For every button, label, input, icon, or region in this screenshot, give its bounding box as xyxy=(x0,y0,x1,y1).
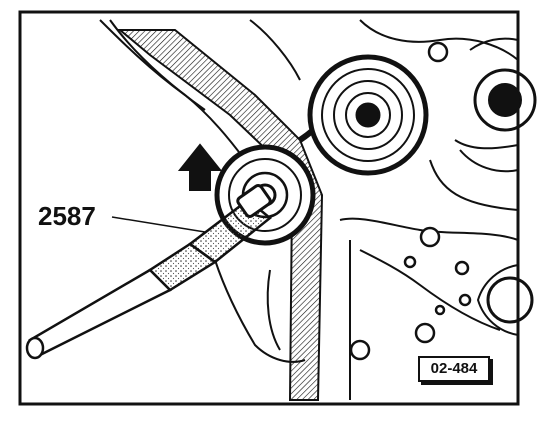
idler-pulley xyxy=(307,54,429,176)
label-leader-line xyxy=(111,216,206,233)
housing-bolts xyxy=(349,41,472,361)
crank-sprocket xyxy=(476,264,534,336)
camshaft-sprocket xyxy=(459,37,537,173)
tool-number-label: 2587 xyxy=(38,201,96,231)
engine-housing-outline xyxy=(99,19,519,400)
figure-code-label: 02-484 xyxy=(418,356,490,382)
rotation-arrow-icon xyxy=(177,143,223,191)
special-tool-wrench xyxy=(25,184,272,360)
